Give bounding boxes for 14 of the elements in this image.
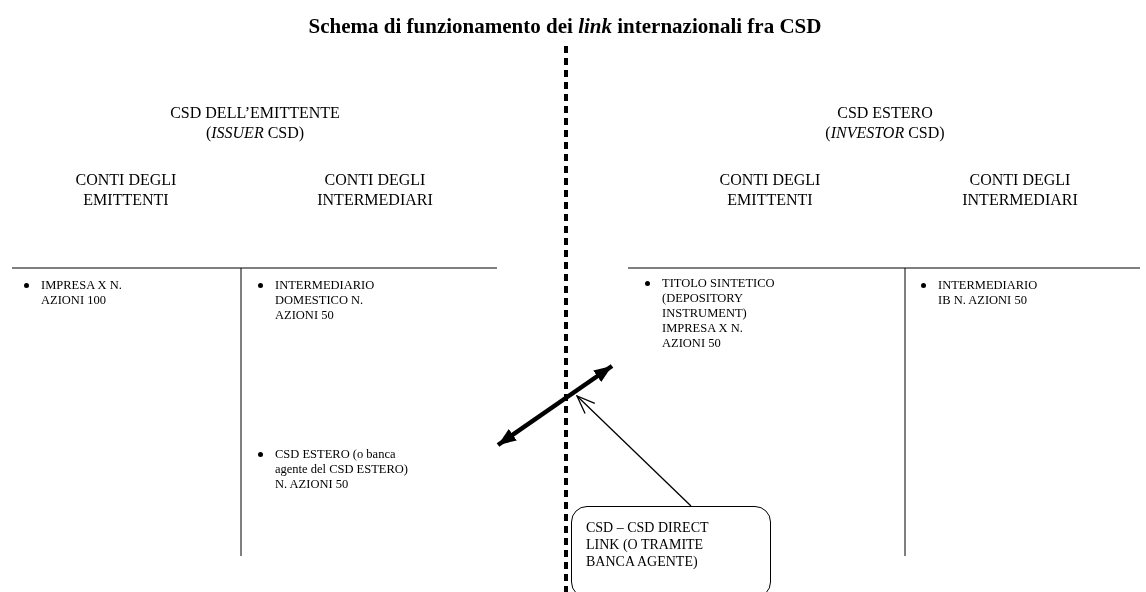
callout-text: CSD – CSD DIRECT LINK (O TRAMITE BANCA AGENTE): [586, 519, 710, 570]
leader-line: [576, 395, 692, 507]
account-entry: INTERMEDIARIO IB N. AZIONI 50: [938, 278, 1039, 308]
account-entry: CSD ESTERO (o banca agente del CSD ESTERO) N. AZIONI 50: [275, 447, 409, 492]
account-entry: IMPRESA X N. AZIONI 100: [41, 278, 123, 308]
column-header: CONTI DEGLI INTERMEDIARI: [961, 170, 1079, 210]
double-headed-arrow: [496, 364, 614, 447]
column-header: CONTI DEGLI INTERMEDIARI: [316, 170, 434, 210]
diagram-title: Schema di funzionamento dei link internazionali fra CSD: [307, 14, 823, 39]
column-header: CONTI DEGLI EMITTENTI: [718, 170, 822, 210]
section-heading: CSD ESTERO (INVESTOR CSD): [824, 103, 946, 143]
section-heading: CSD DELL’EMITTENTE (ISSUER CSD): [169, 103, 341, 143]
column-header: CONTI DEGLI EMITTENTI: [74, 170, 178, 210]
account-entry: TITOLO SINTETICO (DEPOSITORY INSTRUMENT) IMPRESA X N. AZIONI 50: [662, 276, 776, 351]
